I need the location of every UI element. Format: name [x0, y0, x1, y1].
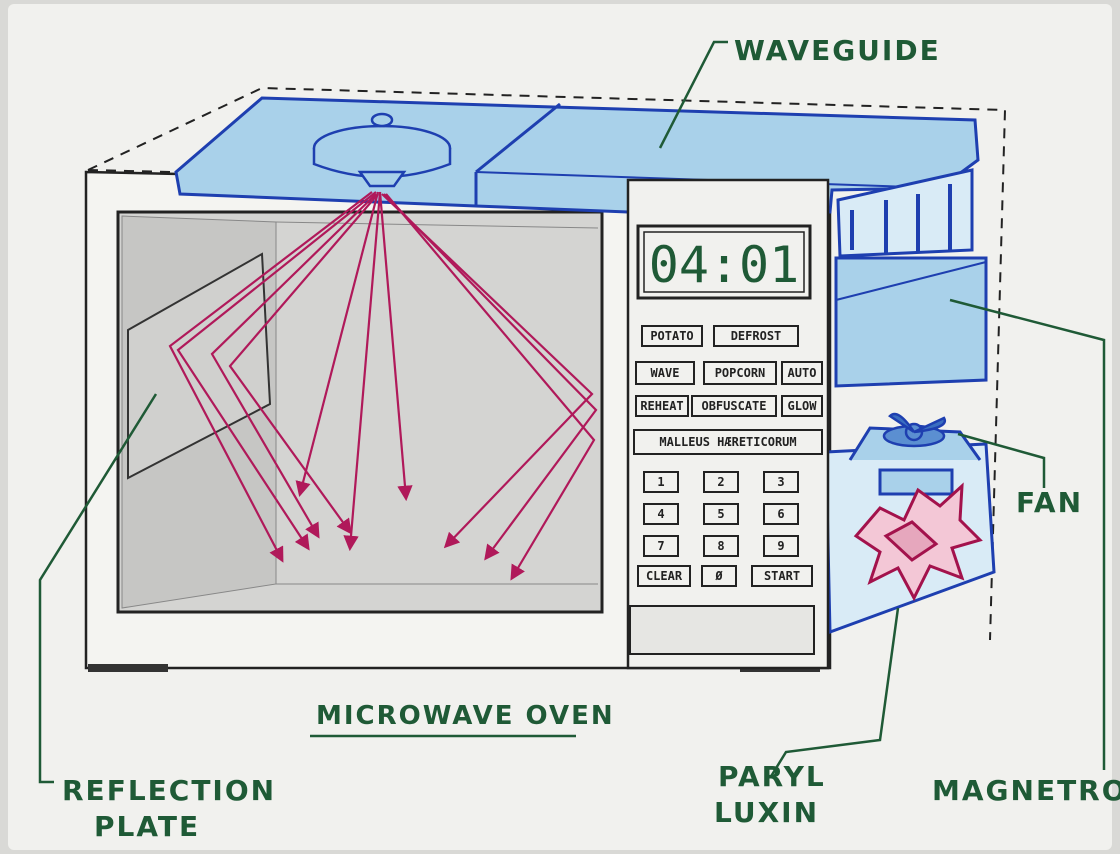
control-panel: 04:01: [626, 178, 830, 670]
microwave-beam: [343, 191, 382, 552]
potato-button[interactable]: POTATO: [641, 325, 703, 347]
keypad-7-button-label: 7: [657, 539, 664, 553]
auto-button-label: AUTO: [788, 366, 817, 380]
door-handle-slot: [629, 605, 815, 655]
reheat-button[interactable]: REHEAT: [635, 395, 689, 417]
keypad-3-button[interactable]: 3: [763, 471, 799, 493]
microwave-beam: [378, 191, 413, 502]
glow-button-label: GLOW: [788, 399, 818, 413]
keypad-8-button-label: 8: [717, 539, 724, 553]
paryl-luxin-crystals: [853, 482, 983, 602]
diagram-title: MICROWAVE OVEN: [316, 701, 615, 731]
label-reflection-plate-1: REFLECTION: [62, 774, 276, 807]
clock-readout: 04:01: [649, 236, 800, 294]
clear-button[interactable]: CLEAR: [637, 565, 691, 587]
keypad-8-button[interactable]: 8: [703, 535, 739, 557]
microwave-beam: [176, 191, 377, 551]
defrost-button[interactable]: DEFROST: [713, 325, 799, 347]
microwave-beam: [383, 193, 598, 561]
label-waveguide: WAVEGUIDE: [734, 34, 941, 67]
zero-button[interactable]: Ø: [701, 565, 737, 587]
magnetron-housing: [834, 168, 988, 388]
label-reflection-plate-2: PLATE: [94, 810, 200, 843]
obfuscate-button-label: OBFUSCATE: [701, 399, 766, 413]
label-paryl-2: LUXIN: [714, 796, 819, 829]
popcorn-button-label: POPCORN: [715, 366, 766, 380]
microwave-beam: [228, 193, 379, 535]
potato-button-label: POTATO: [650, 329, 693, 343]
zero-button-label: Ø: [714, 569, 723, 583]
keypad-2-button-label: 2: [717, 475, 724, 489]
keypad-1-button-label: 1: [657, 475, 664, 489]
keypad-3-button-label: 3: [777, 475, 784, 489]
popcorn-button[interactable]: POPCORN: [703, 361, 777, 385]
malleus-button-label: MALLEUS HÆRETICORUM: [659, 435, 796, 449]
clock-display: [636, 224, 812, 300]
auto-button[interactable]: AUTO: [781, 361, 823, 385]
obfuscate-button[interactable]: OBFUSCATE: [691, 395, 777, 417]
wave-button[interactable]: WAVE: [635, 361, 695, 385]
reheat-button-label: REHEAT: [640, 399, 683, 413]
emitter-disk: [312, 112, 452, 188]
glow-button[interactable]: GLOW: [781, 395, 823, 417]
label-paryl-1: PARYL: [718, 760, 826, 793]
microwave-beam: [381, 193, 594, 549]
keypad-4-button[interactable]: 4: [643, 503, 679, 525]
microwave-beam: [385, 193, 596, 581]
keypad-4-button-label: 4: [657, 507, 664, 521]
oven-foot-left: [88, 664, 168, 672]
leader-lines: [38, 40, 1106, 784]
keypad-2-button[interactable]: 2: [703, 471, 739, 493]
label-fan: FAN: [1016, 486, 1083, 519]
wave-button-label: WAVE: [651, 366, 680, 380]
control-buttons: POTATO DEFROST WAVE POPCORN AUTO REHEAT OBFUSC…: [633, 325, 823, 587]
microwave-beam: [295, 191, 380, 497]
keypad-6-button-label: 6: [777, 507, 784, 521]
start-button[interactable]: START: [751, 565, 813, 587]
fan-icon: [882, 412, 947, 448]
malleus-button[interactable]: MALLEUS HÆRETICORUM: [633, 429, 823, 455]
defrost-button-label: DEFROST: [731, 329, 782, 343]
label-magnetron: MAGNETRON: [932, 774, 1120, 807]
clear-button-label: CLEAR: [646, 569, 683, 583]
keypad-6-button[interactable]: 6: [763, 503, 799, 525]
keypad-5-button[interactable]: 5: [703, 503, 739, 525]
keypad-5-button-label: 5: [717, 507, 724, 521]
microwave-beam: [210, 193, 377, 539]
keypad-1-button[interactable]: 1: [643, 471, 679, 493]
microwave-beam: [168, 191, 373, 563]
microwave-beams: [168, 191, 598, 581]
keypad-9-button-label: 9: [777, 539, 784, 553]
keypad-7-button[interactable]: 7: [643, 535, 679, 557]
keypad-9-button[interactable]: 9: [763, 535, 799, 557]
start-button-label: START: [764, 569, 800, 583]
reflection-plate: [127, 252, 272, 480]
